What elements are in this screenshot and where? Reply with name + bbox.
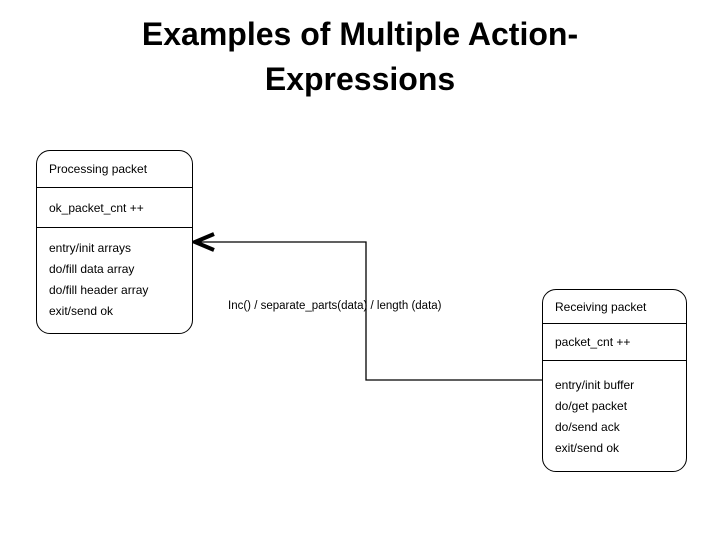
state-action: packet_cnt ++ bbox=[543, 324, 686, 361]
transition-label: Inc() / separate_parts(data) / length (d… bbox=[228, 300, 442, 312]
activity-line: do/fill data array bbox=[49, 262, 135, 276]
activity-line: do/fill header array bbox=[49, 283, 149, 297]
state-activities: entry/init buffer do/get packet do/send … bbox=[543, 361, 686, 459]
activity-line: do/send ack bbox=[555, 420, 620, 434]
state-activities: entry/init arrays do/fill data array do/… bbox=[37, 228, 192, 322]
activity-line: do/get packet bbox=[555, 399, 628, 413]
slide-title-line2: Expressions bbox=[264, 61, 456, 97]
activity-line: exit/send ok bbox=[49, 304, 114, 318]
state-action: ok_packet_cnt ++ bbox=[37, 188, 192, 228]
state-receiving-packet: Receiving packet packet_cnt ++ entry/ini… bbox=[542, 289, 687, 472]
activity-line: entry/init arrays bbox=[49, 241, 132, 255]
slide-title-line1: Examples of Multiple Action- bbox=[141, 16, 579, 52]
state-name: Receiving packet bbox=[543, 290, 686, 324]
state-processing-packet: Processing packet ok_packet_cnt ++ entry… bbox=[36, 150, 193, 334]
activity-line: exit/send ok bbox=[555, 441, 620, 455]
slide-title: Examples of Multiple Action- Expressions bbox=[0, 12, 720, 102]
state-name: Processing packet bbox=[37, 151, 192, 188]
activity-line: entry/init buffer bbox=[555, 378, 635, 392]
transition-arrowhead-icon bbox=[189, 232, 215, 252]
transition-line bbox=[196, 241, 542, 381]
